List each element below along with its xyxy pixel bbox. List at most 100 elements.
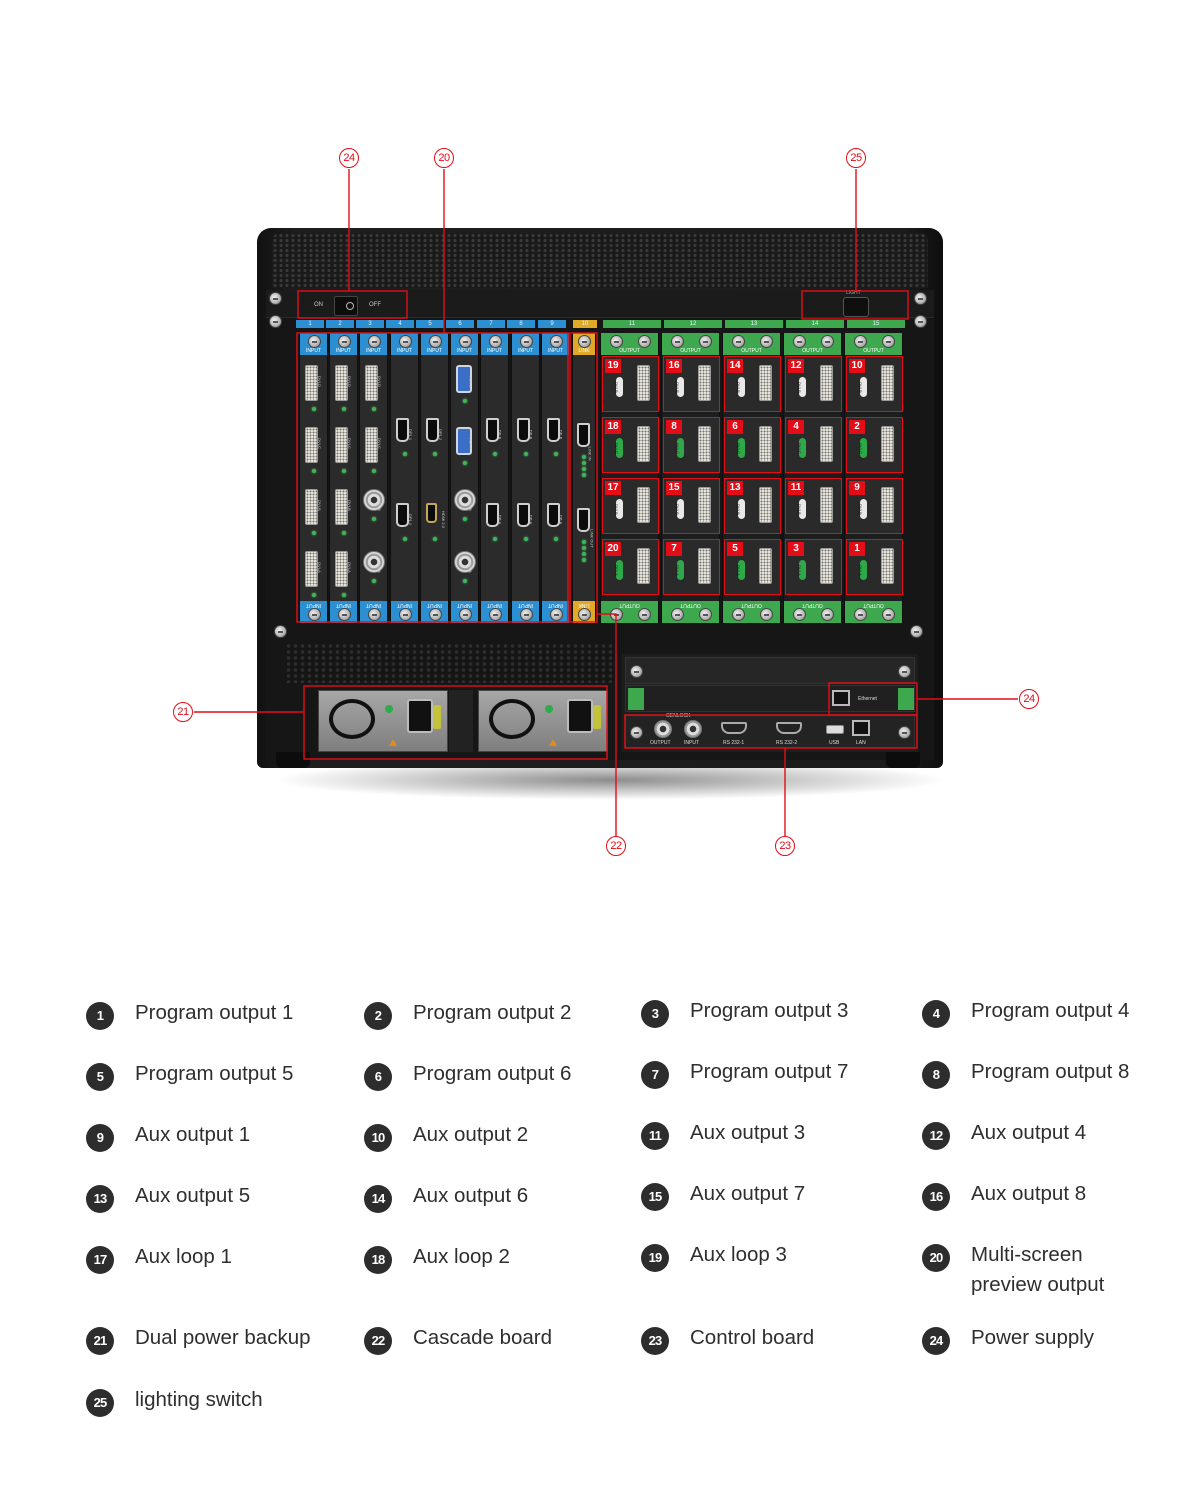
output-tab: OUTPUT xyxy=(784,601,841,623)
output-number-badge: 10 xyxy=(849,359,865,373)
dp1-1-port[interactable] xyxy=(396,503,409,527)
ethernet-label: Ethernet xyxy=(858,696,877,702)
lan-port[interactable] xyxy=(852,720,870,736)
status-led xyxy=(493,452,497,456)
dvi-output-port[interactable] xyxy=(881,548,894,584)
ac-inlet[interactable] xyxy=(407,699,433,733)
dvi-output-port[interactable] xyxy=(759,365,772,401)
output-port-label: DVI-B xyxy=(796,504,802,515)
dvi-output-port[interactable] xyxy=(637,487,650,523)
dvi-output-port[interactable] xyxy=(759,487,772,523)
white-port-tag xyxy=(799,499,806,519)
slot-label-7: 7 xyxy=(477,320,505,328)
ethernet-port[interactable] xyxy=(832,690,850,706)
dvi-output-port[interactable] xyxy=(820,426,833,462)
legend-label: Aux output 6 xyxy=(413,1184,529,1207)
legend-label: Program output 6 xyxy=(413,1062,572,1085)
dvi-output-port[interactable] xyxy=(881,365,894,401)
input-tab-label: INPUT xyxy=(487,348,502,354)
legend-label: Program output 1 xyxy=(135,1001,294,1024)
output-port-label: DVI-B xyxy=(613,382,619,393)
genlock-output-bnc[interactable] xyxy=(654,720,672,738)
output-port-label: DVI-B xyxy=(674,504,680,515)
dvi-output-port[interactable] xyxy=(820,487,833,523)
light-switch-button[interactable] xyxy=(843,297,869,317)
dvi-output-port[interactable] xyxy=(698,365,711,401)
link-port[interactable] xyxy=(577,423,590,447)
screw-icon xyxy=(519,608,533,621)
dvi-output-port[interactable] xyxy=(820,365,833,401)
legend-label: Aux output 5 xyxy=(135,1184,251,1207)
psu-latch[interactable] xyxy=(433,705,441,729)
dvi-output-port[interactable] xyxy=(759,426,772,462)
green-port-tag xyxy=(616,438,623,458)
screw-icon xyxy=(731,608,745,621)
slot-label-4: 4 xyxy=(386,320,414,328)
dp1-1-port[interactable] xyxy=(396,418,409,442)
output-tab: OUTPUT xyxy=(601,333,658,355)
dvi-output-port[interactable] xyxy=(637,548,650,584)
dvi-output-port[interactable] xyxy=(698,426,711,462)
switch-off-label: OFF xyxy=(369,302,381,308)
input-tab-label: INPUT xyxy=(306,602,321,608)
input-tab: INPUT xyxy=(300,601,327,623)
green-port-tag xyxy=(799,438,806,458)
genlock-input-label: INPUT xyxy=(684,740,699,746)
dvi-output-port[interactable] xyxy=(881,487,894,523)
screw-icon xyxy=(820,608,834,621)
rs232-1-port[interactable] xyxy=(721,722,747,734)
screw-icon xyxy=(269,292,282,305)
status-led xyxy=(582,540,586,544)
dvi-output-port[interactable] xyxy=(637,426,650,462)
status-led xyxy=(342,407,346,411)
slot-label-6: 6 xyxy=(446,320,474,328)
screw-icon xyxy=(881,608,895,621)
output-port-label: DVI-B xyxy=(796,382,802,393)
dvi-output-port[interactable] xyxy=(820,548,833,584)
rs232-2-port[interactable] xyxy=(776,722,802,734)
rs232-1-label: RS 232-1 xyxy=(723,740,745,746)
psu-handle[interactable] xyxy=(329,699,375,739)
status-led xyxy=(372,579,376,583)
screw-icon xyxy=(910,625,923,638)
white-port-tag xyxy=(677,377,684,397)
screw-icon xyxy=(578,608,591,621)
dvi-output-port[interactable] xyxy=(698,548,711,584)
psu-handle[interactable] xyxy=(489,699,535,739)
dvi-output-port[interactable] xyxy=(637,365,650,401)
dvi-output-port[interactable] xyxy=(881,426,894,462)
input-tab: INPUT xyxy=(391,601,418,623)
output-port-label: DVI-B xyxy=(613,504,619,515)
psu-latch[interactable] xyxy=(593,705,601,729)
port-label: DVI-B xyxy=(346,500,352,511)
green-tab xyxy=(628,688,644,710)
top-vent-grille xyxy=(272,233,928,288)
input-tab-label: INPUT xyxy=(487,602,502,608)
usb-port[interactable] xyxy=(826,725,844,734)
screw-icon xyxy=(458,335,472,348)
ac-inlet[interactable] xyxy=(567,699,593,733)
port-label: VGA-B xyxy=(468,375,474,388)
output-port-label: DVI-A xyxy=(613,565,619,576)
output-port-label: DVI-C xyxy=(796,443,802,454)
legend-number-badge: 1 xyxy=(86,1002,114,1030)
dvi-output-port[interactable] xyxy=(698,487,711,523)
power-switch[interactable] xyxy=(334,296,358,316)
switch-on-label: ON xyxy=(314,302,323,308)
legend-number-badge: 17 xyxy=(86,1246,114,1274)
legend-label: Program output 2 xyxy=(413,1001,572,1024)
status-led xyxy=(582,546,586,550)
dvi-output-port[interactable] xyxy=(759,548,772,584)
hdmi-2-0-port[interactable] xyxy=(426,503,437,523)
link-port[interactable] xyxy=(577,508,590,532)
genlock-input-bnc[interactable] xyxy=(684,720,702,738)
dp1-2-port[interactable] xyxy=(426,418,439,442)
